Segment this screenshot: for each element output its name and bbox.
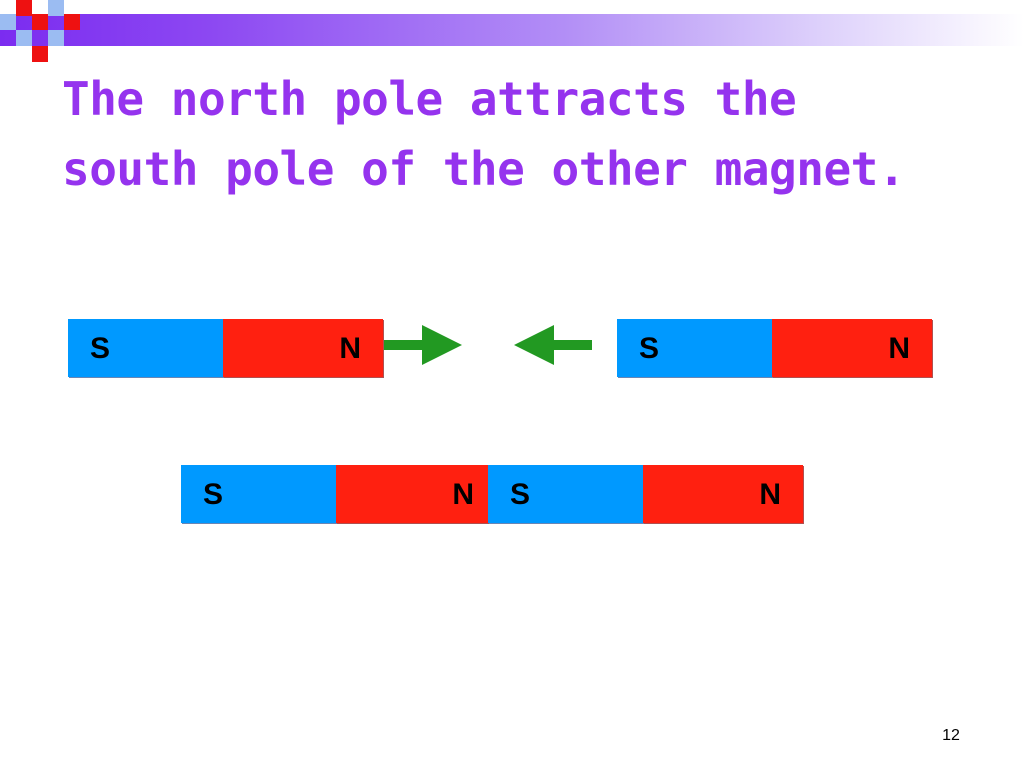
south-pole-label: S [203,478,224,511]
magnet-bottom-right: S N [488,465,803,523]
slide-title-line-1: The north pole attracts the [62,72,797,126]
north-pole-label: N [452,478,474,511]
north-pole-label: N [888,332,910,365]
south-pole: S [68,319,223,377]
arrow-left-icon [514,325,592,365]
north-pole: N [223,319,383,377]
magnet-top-right: S N [617,319,932,377]
page-number: 12 [942,727,960,744]
north-pole: N [336,465,496,523]
north-pole: N [643,465,803,523]
slide-title: The north pole attracts the south pole o… [62,64,992,204]
north-pole-label: N [759,478,781,511]
header-gradient-band [0,14,1024,46]
slide-title-line-2: south pole of the other magnet. [62,142,906,196]
checker-decoration-icon [0,0,80,64]
north-pole-label: N [339,332,361,365]
magnet-top-left: S N [68,319,383,377]
south-pole-label: S [510,478,531,511]
south-pole: S [488,465,643,523]
arrow-right-icon [384,325,462,365]
south-pole-label: S [639,332,660,365]
south-pole-label: S [90,332,111,365]
magnet-bottom-left: S N [181,465,496,523]
north-pole: N [772,319,932,377]
south-pole: S [617,319,772,377]
south-pole: S [181,465,336,523]
